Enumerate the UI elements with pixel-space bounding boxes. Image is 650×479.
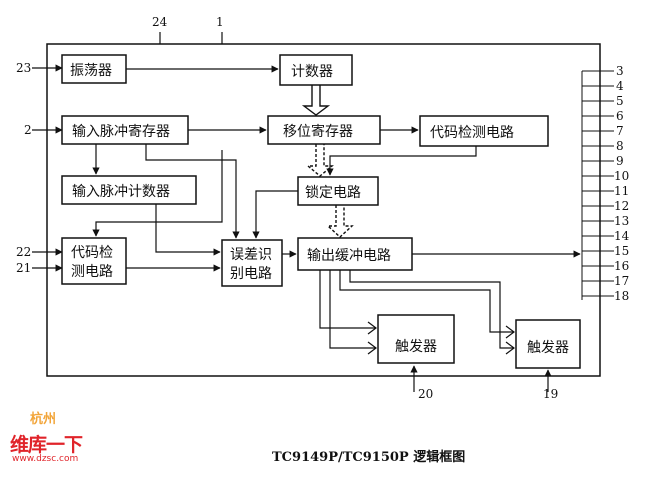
shift-register-label: 移位寄存器 [283,123,353,140]
input-counter-block: 输入脉冲计数器 [61,175,197,205]
pin-9-label: 9 [616,154,624,168]
pin-24-label: 24 [152,15,168,29]
code-detect2-line2: 测电路 [71,264,113,280]
code-detect2-block: 代码检 测电路 [61,237,127,285]
pin-7-label: 7 [616,124,624,138]
input-register-block: 输入脉冲寄存器 [61,115,189,145]
chip-outline [46,43,601,377]
pin-3-label: 3 [616,64,624,78]
shift-register-block: 移位寄存器 [267,115,381,145]
latch-label: 锁定电路 [305,185,361,201]
error-id-block: 误差识 别电路 [221,239,283,287]
pin-16-label: 16 [614,259,629,273]
pin-17-label: 17 [614,274,629,288]
oscillator-label: 振荡器 [70,63,112,79]
pin-22-label: 22 [16,245,31,259]
pin-23-label: 23 [16,61,31,75]
output-buffer-block: 输出缓冲电路 [297,237,413,271]
watermark-logo: 杭州 维库一下 www.dzsc.com [4,408,124,468]
counter-label: 计数器 [291,64,333,80]
trigger2-label: 触发器 [527,340,569,356]
code-detect-block: 代码检测电路 [419,115,549,147]
error-id-line2: 别电路 [230,266,272,282]
diagram-caption: TC9149P/TC9150P 逻辑框图 [272,450,466,465]
connections [92,65,581,355]
pin-5-label: 5 [616,94,624,108]
trigger1-label: 触发器 [395,339,437,355]
pin-4-label: 4 [616,79,624,93]
trigger1-block: 触发器 [377,314,455,364]
code-detect2-line1: 代码检 [71,245,113,261]
error-id-line1: 误差识 [230,247,272,263]
pin-11-label: 11 [614,184,629,198]
input-register-label: 输入脉冲寄存器 [72,123,170,140]
pin-21-label: 21 [16,261,31,275]
pin-19-label: 19 [543,387,558,401]
watermark-top-text: 杭州 [30,412,57,427]
pin-2-label: 2 [24,123,32,137]
pin-8-label: 8 [616,139,624,153]
code-detect-label: 代码检测电路 [430,125,514,141]
watermark-main-text: 维库一下 [10,434,83,456]
pin-18-label: 18 [614,289,629,303]
latch-block: 锁定电路 [297,176,379,206]
pin-6-label: 6 [616,109,624,123]
pin-15-label: 15 [614,244,629,258]
pin-12-label: 12 [614,199,629,213]
pin-14-label: 14 [614,229,630,243]
counter-block: 计数器 [279,54,353,86]
output-buffer-label: 输出缓冲电路 [307,248,391,264]
trigger2-block: 触发器 [515,319,581,369]
pin-13-label: 13 [614,214,629,228]
pin-20-label: 20 [418,387,433,401]
oscillator-block: 振荡器 [61,54,127,84]
input-counter-label: 输入脉冲计数器 [72,184,170,200]
watermark-url: www.dzsc.com [12,454,79,464]
pin-1-label: 1 [216,15,224,29]
pin-10-label: 10 [614,169,629,183]
